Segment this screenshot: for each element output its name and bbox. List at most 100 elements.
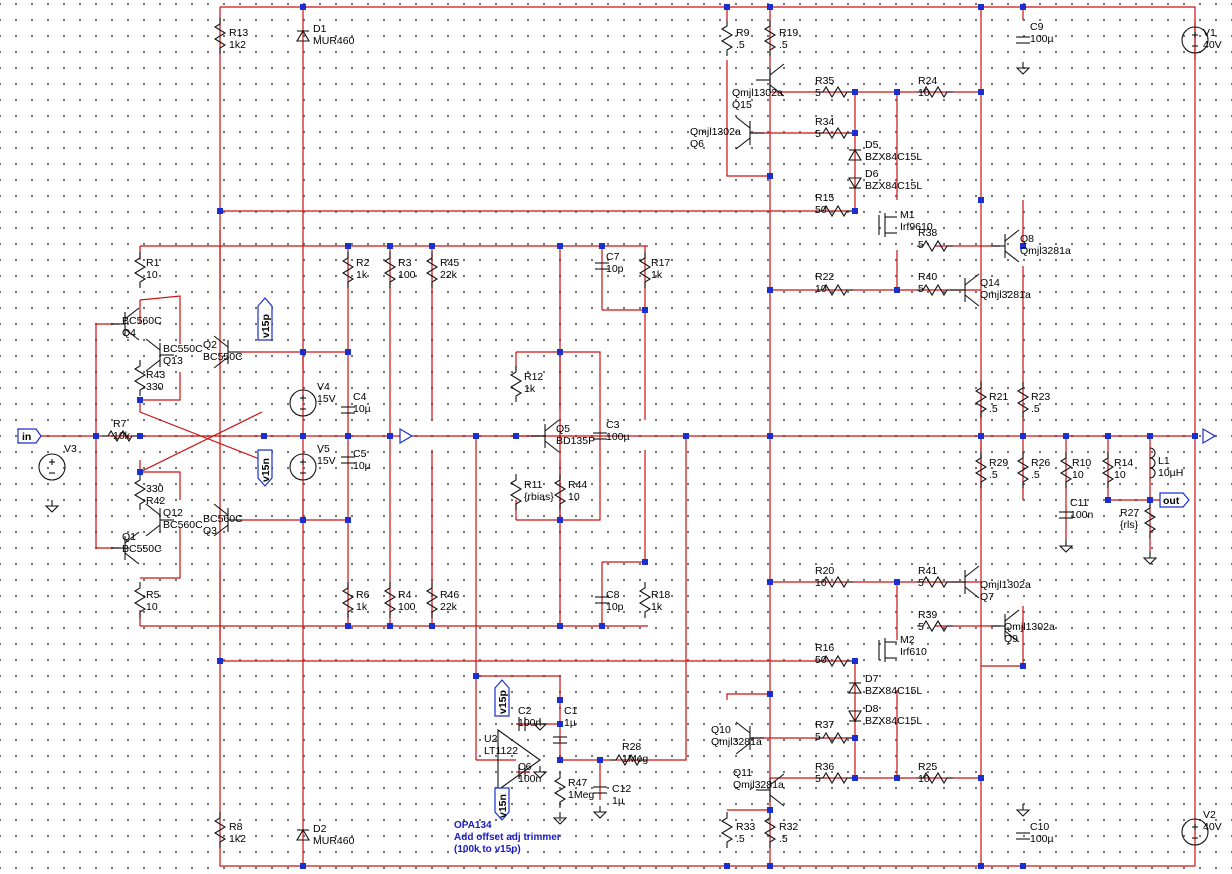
v15p-flag-q2[interactable]: v15p	[257, 297, 273, 341]
transistor-Q14[interactable]	[951, 273, 980, 307]
transistor-Q12[interactable]	[145, 503, 174, 537]
capacitor-C6[interactable]	[518, 765, 526, 779]
resistor-R33[interactable]	[720, 812, 734, 848]
diode-D7[interactable]	[848, 681, 862, 694]
resistor-R20[interactable]	[817, 575, 853, 589]
v15p-flag-u2[interactable]: v15p	[494, 679, 510, 717]
capacitor-C11[interactable]	[1059, 511, 1073, 519]
transistor-Q6[interactable]	[735, 116, 764, 150]
resistor-R40[interactable]	[917, 283, 953, 297]
transistor-Q7[interactable]	[951, 565, 980, 599]
resistor-R2[interactable]	[341, 252, 355, 288]
resistor-R23[interactable]	[1016, 382, 1030, 418]
label-R16-value: 50	[815, 654, 827, 666]
diode-D8[interactable]	[848, 710, 862, 723]
resistor-R11[interactable]	[509, 474, 523, 510]
resistor-R6[interactable]	[341, 582, 355, 618]
capacitor-C5[interactable]	[341, 456, 355, 464]
resistor-R43[interactable]	[133, 360, 147, 396]
diode-D5[interactable]	[848, 148, 862, 161]
source-V5[interactable]	[289, 453, 317, 481]
source-V2[interactable]	[1181, 818, 1209, 846]
capacitor-C12[interactable]	[593, 786, 607, 794]
resistor-R25[interactable]	[917, 771, 953, 785]
label-C9-name: C9	[1030, 21, 1044, 33]
resistor-R14[interactable]	[1101, 452, 1115, 488]
source-V1[interactable]	[1181, 26, 1209, 54]
capacitor-C10[interactable]	[1016, 832, 1030, 840]
label-R29-value: .5	[989, 469, 998, 481]
resistor-R12[interactable]	[509, 366, 523, 402]
resistor-R1[interactable]	[133, 252, 147, 288]
diode-D2[interactable]	[296, 828, 310, 841]
resistor-R41[interactable]	[917, 575, 953, 589]
capacitor-C7[interactable]	[595, 262, 609, 270]
resistor-R26[interactable]	[1016, 452, 1030, 488]
transistor-Q13[interactable]	[145, 338, 174, 372]
resistor-R36[interactable]	[817, 771, 853, 785]
resistor-R4[interactable]	[383, 582, 397, 618]
transistor-Q10[interactable]	[735, 721, 764, 755]
opamp-U2[interactable]	[497, 728, 541, 792]
resistor-R37[interactable]	[817, 731, 853, 745]
capacitor-C2[interactable]	[518, 717, 526, 731]
v15n-flag-q3[interactable]: v15n	[257, 449, 273, 487]
source-V4[interactable]	[289, 389, 317, 417]
resistor-R18[interactable]	[638, 582, 652, 618]
diode-D1[interactable]	[296, 29, 310, 42]
in-port[interactable]: in	[17, 428, 42, 444]
v15n-flag-u2[interactable]: v15n	[494, 787, 510, 821]
capacitor-C9[interactable]	[1016, 36, 1030, 44]
resistor-R28[interactable]	[610, 753, 646, 767]
capacitor-C1[interactable]	[553, 736, 567, 744]
resistor-R38[interactable]	[917, 239, 953, 253]
transistor-Q5[interactable]	[531, 419, 560, 453]
resistor-R5[interactable]	[133, 582, 147, 618]
resistor-R42[interactable]	[133, 474, 147, 510]
capacitor-C4[interactable]	[341, 406, 355, 414]
resistor-R35[interactable]	[817, 85, 853, 99]
resistor-R10[interactable]	[1059, 452, 1073, 488]
label-R27-name: R27	[1120, 507, 1139, 519]
resistor-R17[interactable]	[638, 252, 652, 288]
resistor-R32[interactable]	[763, 812, 777, 848]
transistor-Q3[interactable]	[213, 503, 242, 537]
resistor-R45[interactable]	[425, 252, 439, 288]
gnd-V3	[44, 500, 60, 513]
resistor-R19[interactable]	[763, 20, 777, 56]
transistor-Q15[interactable]	[756, 63, 785, 97]
resistor-R7[interactable]	[102, 429, 138, 443]
resistor-R46[interactable]	[425, 582, 439, 618]
transistor-Q4[interactable]	[111, 307, 140, 341]
resistor-R3[interactable]	[383, 252, 397, 288]
resistor-R27[interactable]	[1143, 502, 1157, 538]
label-R39-name: R39	[918, 609, 937, 621]
resistor-R15[interactable]	[817, 204, 853, 218]
capacitor-C8[interactable]	[595, 596, 609, 604]
resistor-R8[interactable]	[213, 812, 227, 848]
diode-D6[interactable]	[848, 177, 862, 190]
mosfet-M1[interactable]	[878, 213, 897, 237]
resistor-R16[interactable]	[817, 654, 853, 668]
inductor-L1[interactable]	[1149, 447, 1156, 479]
resistor-R44[interactable]	[553, 474, 567, 510]
resistor-R9[interactable]	[720, 20, 734, 56]
transistor-Q1[interactable]	[111, 531, 140, 565]
transistor-Q8[interactable]	[991, 229, 1020, 263]
resistor-R39[interactable]	[917, 619, 953, 633]
source-V3[interactable]	[38, 453, 66, 481]
resistor-R29[interactable]	[974, 452, 988, 488]
resistor-R21[interactable]	[974, 382, 988, 418]
capacitor-C3[interactable]	[593, 432, 607, 440]
resistor-R47[interactable]	[553, 772, 567, 808]
resistor-R13[interactable]	[213, 18, 227, 54]
transistor-Q9[interactable]	[991, 609, 1020, 643]
transistor-Q2[interactable]	[213, 335, 242, 369]
resistor-R34[interactable]	[817, 126, 853, 140]
transistor-Q11[interactable]	[756, 773, 785, 807]
resistor-R22[interactable]	[817, 283, 853, 297]
junction-29	[1105, 433, 1111, 439]
mosfet-M2[interactable]	[878, 638, 897, 662]
out-port[interactable]: out	[1159, 492, 1190, 508]
resistor-R24[interactable]	[917, 85, 953, 99]
